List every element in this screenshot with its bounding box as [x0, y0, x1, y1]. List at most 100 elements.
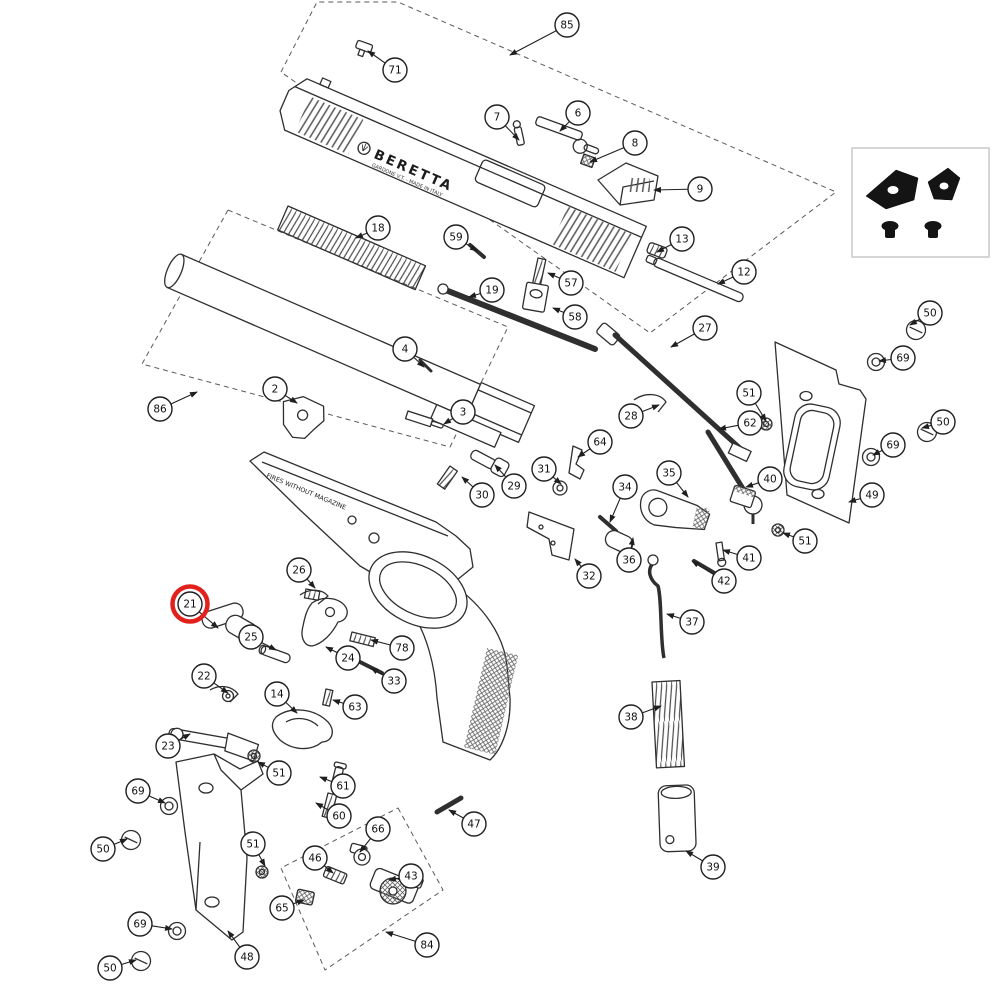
balloon-circle: [389, 635, 415, 661]
hammer: [301, 597, 348, 647]
balloon-number: 32: [582, 571, 595, 583]
leader-line: [359, 838, 372, 853]
callout-40: 40: [745, 466, 783, 492]
callout-35: 35: [656, 460, 689, 498]
callout-34: 34: [609, 474, 638, 523]
callout-51: 51: [240, 831, 266, 867]
grip-screw: [130, 950, 152, 972]
callout-18: 18: [355, 215, 391, 241]
balloon-circle: [392, 336, 418, 362]
balloon-circle: [335, 645, 361, 671]
balloon-circle: [484, 104, 510, 130]
locking-block: [282, 396, 325, 440]
leader-line: [641, 404, 660, 413]
grip-bushing: [247, 749, 261, 763]
balloon-circle: [234, 944, 260, 970]
balloon-circle: [264, 681, 290, 707]
leader-line: [121, 959, 137, 965]
balloon-number: 48: [240, 952, 253, 964]
pin-47: [434, 795, 464, 815]
balloon-number: 43: [404, 871, 417, 883]
nut-66: [349, 842, 371, 866]
balloon-circle: [700, 854, 726, 880]
balloon-number: 46: [308, 853, 322, 865]
leader-line: [642, 705, 662, 714]
leader-line: [332, 699, 344, 705]
leader-line: [628, 537, 635, 549]
balloon-number: 57: [564, 278, 577, 290]
leader-line: [676, 482, 689, 498]
extractor-spring: [531, 257, 547, 286]
callout-61: 61: [319, 773, 356, 799]
balloon-number: 2: [272, 384, 279, 396]
balloon-number: 21: [183, 599, 196, 611]
balloon-circle: [576, 563, 602, 589]
callout-69: 69: [872, 432, 906, 458]
callout-31: 31: [531, 456, 562, 485]
rear-sight: [597, 162, 659, 206]
balloon-number: 31: [537, 464, 550, 476]
hammer-strut-37: [647, 554, 666, 659]
leader-line: [547, 272, 561, 279]
balloon-number: 62: [743, 418, 756, 430]
parts-artwork: BERETTA GARDONE V.T. - MADE IN ITALY: [120, 39, 938, 972]
balloon-number: 19: [485, 285, 498, 297]
balloon-number: 6: [575, 108, 582, 120]
firing-pin-spring: [646, 242, 668, 259]
callout-78: 78: [370, 635, 415, 661]
balloon-number: 78: [395, 643, 408, 655]
leader-line: [718, 424, 739, 431]
balloon-circle: [365, 816, 391, 842]
balloon-circle: [890, 345, 916, 371]
balloon-circle: [125, 778, 151, 804]
leader-line: [577, 448, 591, 458]
balloon-circle: [414, 932, 440, 958]
balloon-number: 27: [698, 323, 711, 335]
balloon-circle: [461, 811, 487, 837]
balloon-circle: [302, 845, 328, 871]
leader-line: [261, 642, 277, 651]
sear-64: [568, 445, 585, 480]
balloon-circle: [711, 568, 737, 594]
inset-screw-right: [924, 221, 942, 238]
grip-washer: [861, 447, 881, 467]
balloon-circle: [398, 863, 424, 889]
callout-66: 66: [359, 816, 391, 853]
callout-47: 47: [448, 809, 487, 837]
callout-64: 64: [577, 429, 613, 458]
balloon-number: 25: [244, 632, 257, 644]
balloon-circle: [330, 773, 356, 799]
balloon-number: 86: [153, 404, 167, 416]
leader-line: [656, 244, 672, 253]
callout-28: 28: [618, 403, 660, 429]
leader-line: [461, 476, 474, 488]
balloon-number: 4: [402, 344, 409, 356]
balloon-number: 33: [387, 676, 400, 688]
balloon-circle: [382, 57, 408, 83]
leader-line: [151, 924, 173, 931]
balloon-number: 23: [161, 741, 174, 753]
balloon-number: 85: [560, 20, 573, 32]
callout-51: 51: [257, 760, 292, 786]
leader-line: [782, 532, 794, 539]
callout-69: 69: [125, 778, 166, 804]
balloon-number: 18: [371, 223, 384, 235]
balloon-number: 42: [717, 576, 730, 588]
balloon-number: 50: [96, 844, 109, 856]
balloon-number: 69: [896, 353, 909, 365]
ejector: [404, 410, 444, 429]
balloon-circle: [669, 226, 695, 252]
leader-line: [589, 147, 625, 163]
balloon-number: 9: [697, 184, 704, 196]
callout-60: 60: [315, 802, 352, 829]
leader-line: [258, 854, 266, 867]
balloon-circle: [286, 557, 312, 583]
trigger: [271, 709, 333, 750]
leader-line: [921, 423, 932, 429]
spring-63: [322, 688, 334, 707]
callout-69: 69: [127, 911, 173, 937]
callout-26: 26: [286, 557, 316, 589]
leader-line: [385, 931, 416, 942]
balloon-circle: [127, 911, 153, 937]
